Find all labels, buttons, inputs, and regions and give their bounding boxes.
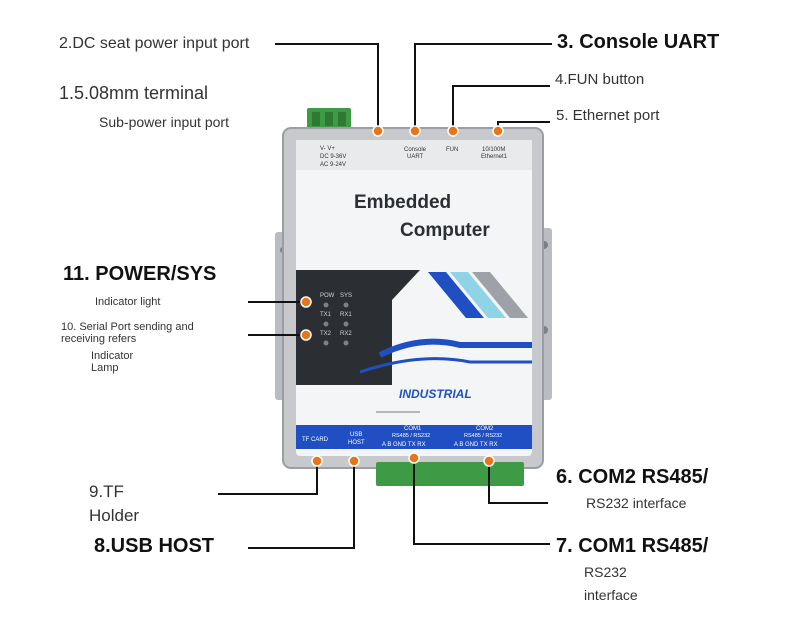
- tf-card-label: TF CARD: [302, 437, 329, 443]
- usb-host-label: HOST: [348, 440, 365, 446]
- ethernet-marker: [492, 125, 504, 137]
- indicator-lamp-line1: Indicator: [91, 350, 134, 362]
- serial-port-label-line2: receiving refers: [61, 333, 137, 345]
- dc-power-leader: [275, 43, 379, 131]
- power-v-label: V- V+: [320, 146, 335, 152]
- com2-callout: 6. COM2 RS485/: [556, 466, 709, 488]
- led-tx1-label: TX1: [320, 312, 332, 318]
- console-marker: [409, 125, 421, 137]
- device-title-line1: Embedded: [354, 192, 451, 213]
- com1-interface-line2: interface: [584, 587, 638, 603]
- power-dc-label: DC 9-36V: [320, 154, 346, 160]
- dc-power-marker: [372, 125, 384, 137]
- led-rx2-label: RX2: [340, 331, 352, 337]
- com2-mode-label: RS485 / RS232: [464, 433, 502, 439]
- serial-port-label-line1: 10. Serial Port sending and: [61, 321, 194, 333]
- power-sys-callout: 11. POWER/SYS: [63, 263, 217, 285]
- led-panel: [296, 270, 392, 385]
- usb-marker: [348, 455, 360, 467]
- fun-leader: [452, 85, 550, 131]
- com1-label: COM1: [404, 426, 422, 432]
- com1-mode-label: RS485 / RS232: [392, 433, 430, 439]
- tf-holder-line1: 9.TF: [89, 482, 124, 501]
- fun-marker: [447, 125, 459, 137]
- device-title-line2: Computer: [400, 220, 490, 241]
- bottom-port-strip: [296, 425, 532, 449]
- tf-marker: [311, 455, 323, 467]
- power-sys-marker: [300, 296, 312, 308]
- console-uart-label: UART: [407, 154, 424, 160]
- terminal-label: 1.5.08mm terminal: [59, 83, 209, 103]
- power-ac-label: AC 9-24V: [320, 162, 346, 168]
- tf-holder-line2: Holder: [89, 506, 140, 525]
- com-terminal-block: [376, 462, 524, 486]
- console-label: Console: [404, 147, 427, 153]
- com1-marker: [408, 452, 420, 464]
- led-sys-label: SYS: [340, 293, 352, 299]
- indicator-lamp-line2: Lamp: [91, 362, 119, 374]
- led-pow-label: POW: [320, 293, 335, 299]
- led-tx2-label: TX2: [320, 331, 332, 337]
- led-rx1-label: RX1: [340, 312, 352, 318]
- com1-leader: [413, 458, 550, 545]
- dc-power-label: 2.DC seat power input port: [59, 35, 250, 52]
- com2-pins-label: A B GND TX RX: [454, 442, 498, 448]
- com1-callout: 7. COM1 RS485/: [556, 535, 709, 557]
- com2-interface-label: RS232 interface: [586, 495, 687, 511]
- usb-host-callout: 8.USB HOST: [94, 535, 215, 557]
- eth-speed-label: 10/100M: [482, 147, 505, 153]
- eth-name-label: Ethernet1: [481, 154, 508, 160]
- com2-label: COM2: [476, 426, 494, 432]
- usb-leader: [248, 461, 355, 549]
- com1-pins-label: A B GND TX RX: [382, 442, 426, 448]
- console-uart-callout: 3. Console UART: [557, 31, 720, 53]
- serial-marker: [300, 329, 312, 341]
- com1-interface-line1: RS232: [584, 564, 627, 580]
- fun-label: FUN: [446, 147, 458, 153]
- ethernet-callout: 5. Ethernet port: [556, 107, 660, 124]
- brand-label: INDUSTRIAL: [399, 387, 472, 401]
- tf-leader: [218, 461, 318, 495]
- console-leader: [414, 43, 552, 131]
- com2-marker: [483, 455, 495, 467]
- usb-label: USB: [350, 432, 362, 438]
- com2-leader: [488, 461, 548, 504]
- fun-button-callout: 4.FUN button: [555, 71, 645, 88]
- indicator-light-label: Indicator light: [95, 296, 161, 308]
- sub-power-label: Sub-power input port: [99, 114, 229, 130]
